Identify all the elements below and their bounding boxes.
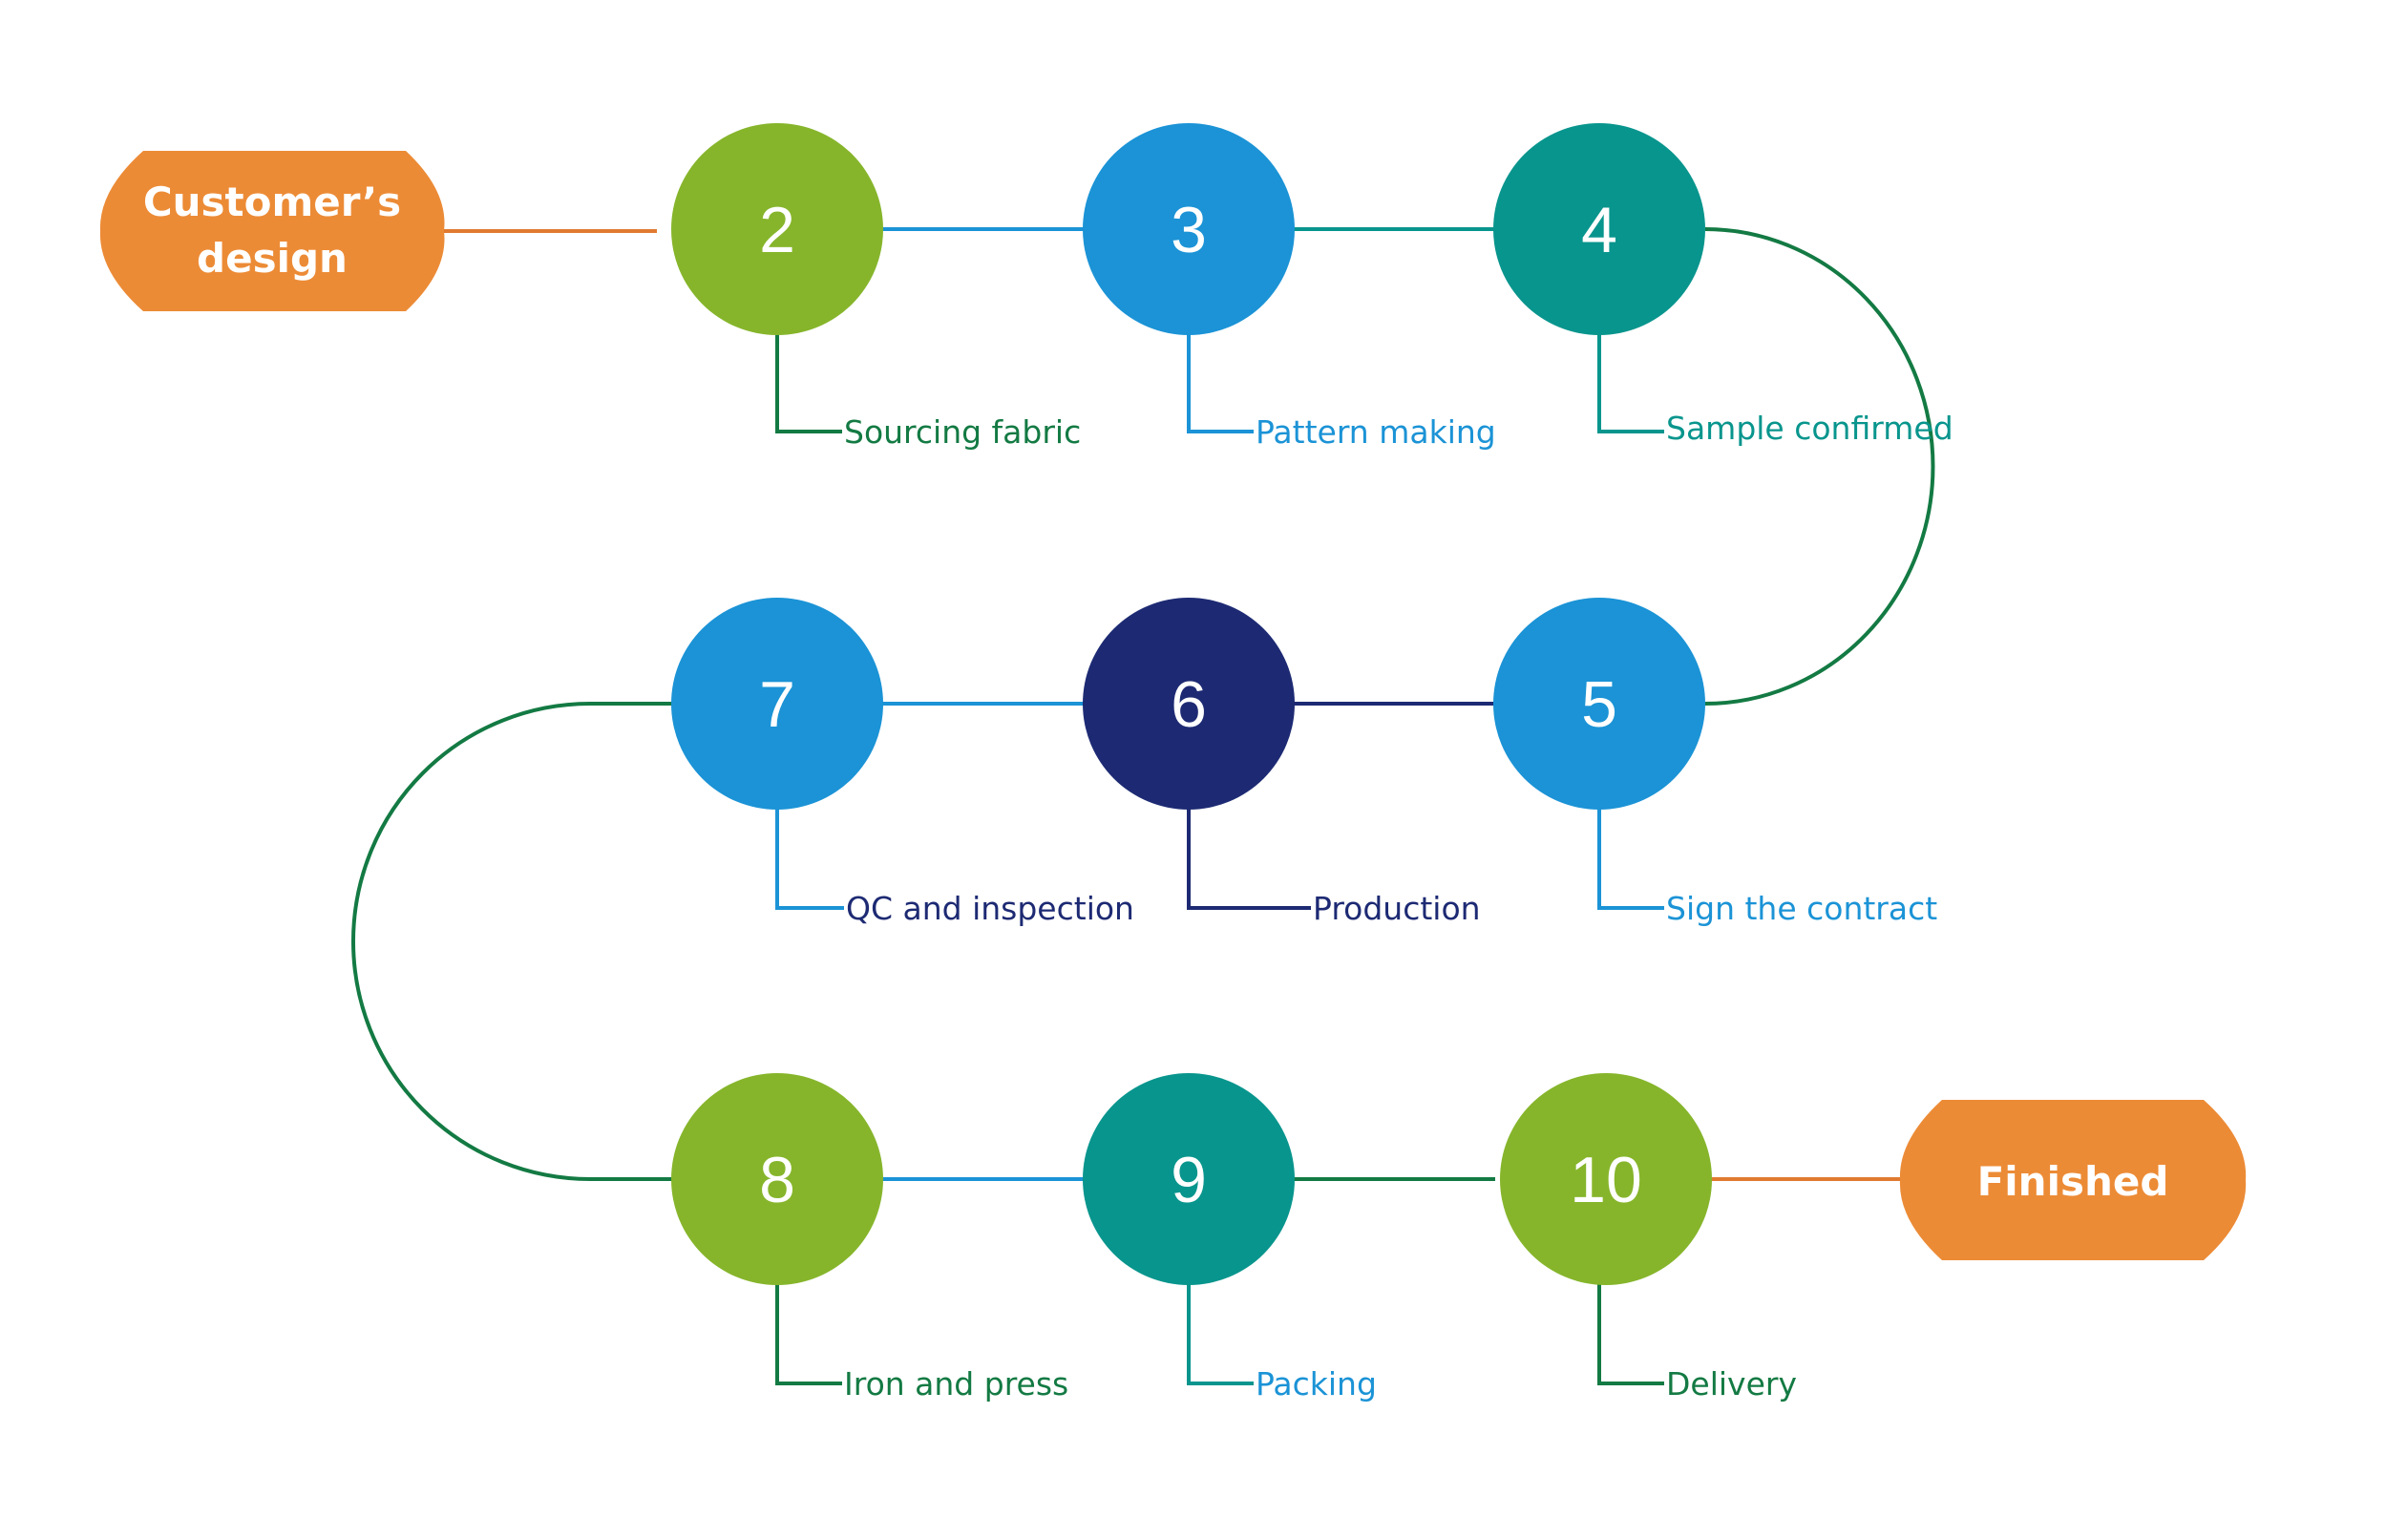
- step-label: Packing: [1256, 1365, 1377, 1403]
- end-terminal-shape: [1899, 1100, 2247, 1260]
- step-label: Pattern making: [1256, 413, 1496, 451]
- start-terminal-shape: [99, 151, 445, 311]
- leader-step-6: [1187, 808, 1311, 910]
- step-label: Iron and press: [844, 1365, 1068, 1403]
- leader-step-8: [775, 1283, 842, 1385]
- step-label: QC and inspection: [846, 890, 1134, 927]
- step-label: Production: [1313, 890, 1481, 927]
- step-circle: [1083, 123, 1295, 335]
- step-number: 2: [759, 194, 795, 266]
- connector-4-5-arc: [1704, 227, 1935, 706]
- step-number: 4: [1581, 194, 1617, 266]
- step-10: 10 Delivery: [1500, 1073, 1797, 1403]
- end-terminal-label: Finished: [1977, 1158, 2169, 1205]
- start-terminal-label-line2: design: [197, 235, 348, 282]
- step-number: 5: [1581, 668, 1617, 741]
- step-7: 7 QC and inspection: [671, 598, 1134, 927]
- step-number: 8: [759, 1144, 795, 1216]
- step-number: 9: [1171, 1144, 1207, 1216]
- step-8: 8 Iron and press: [671, 1073, 1068, 1403]
- connector-7-8-arc: [351, 702, 673, 1181]
- leader-step-9: [1187, 1283, 1254, 1385]
- leader-step-4: [1597, 332, 1664, 433]
- step-3: 3 Pattern making: [1083, 123, 1496, 451]
- step-5: 5 Sign the contract: [1493, 598, 1937, 927]
- step-circle: [671, 123, 883, 335]
- start-terminal-label-line1: Customer’s: [143, 179, 401, 225]
- step-label: Delivery: [1666, 1365, 1797, 1403]
- step-9: 9 Packing: [1083, 1073, 1377, 1403]
- connectors: [351, 227, 1935, 1181]
- step-circle: [671, 598, 883, 810]
- leader-step-3: [1187, 332, 1254, 433]
- leader-step-5: [1597, 808, 1664, 910]
- step-label: Sample confirmed: [1666, 410, 1953, 447]
- step-circle: [1083, 598, 1295, 810]
- start-terminal: Customer’s design: [99, 151, 445, 311]
- leader-step-2: [775, 332, 842, 433]
- label-leaders: [775, 332, 1664, 1385]
- end-terminal: Finished: [1899, 1100, 2247, 1260]
- step-6: 6 Production: [1083, 598, 1481, 927]
- step-label: Sign the contract: [1666, 890, 1937, 927]
- leader-step-7: [775, 808, 844, 910]
- leader-step-10: [1597, 1283, 1664, 1385]
- step-number: 6: [1171, 668, 1207, 741]
- step-circle: [1500, 1073, 1712, 1285]
- step-number: 3: [1171, 194, 1207, 266]
- step-label: Sourcing fabric: [844, 413, 1081, 451]
- step-4: 4 Sample confirmed: [1493, 123, 1953, 447]
- step-2: 2 Sourcing fabric: [671, 123, 1081, 451]
- step-circle: [1493, 123, 1705, 335]
- step-circle: [1083, 1073, 1295, 1285]
- step-circle: [1493, 598, 1705, 810]
- step-number: 10: [1570, 1144, 1642, 1216]
- step-circle: [671, 1073, 883, 1285]
- step-number: 7: [759, 668, 795, 741]
